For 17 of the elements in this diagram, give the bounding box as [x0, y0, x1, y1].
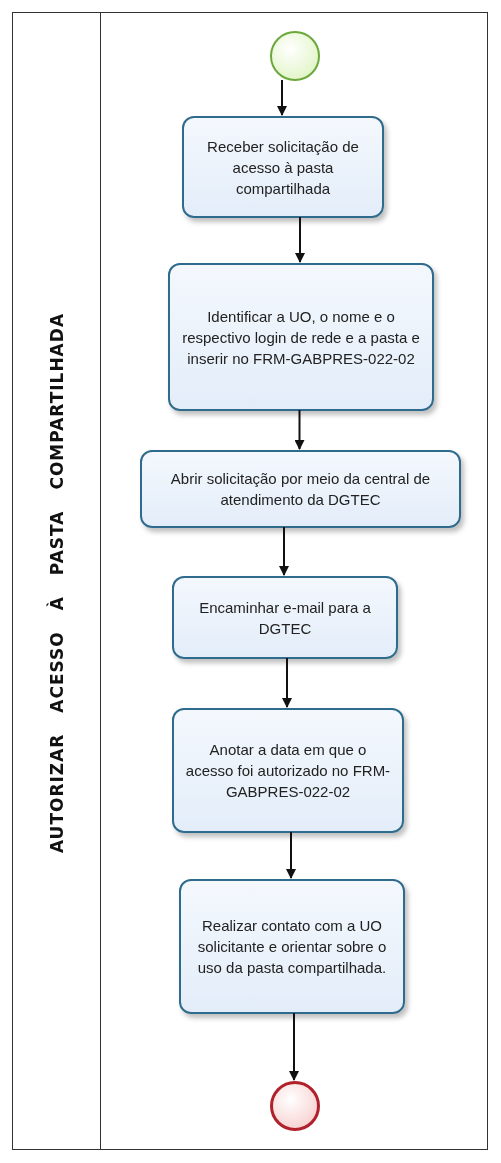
arrow [286, 831, 296, 879]
end-event-circle [270, 1081, 320, 1131]
task-box: Abrir solicitação por meio da central de atendimento da DGTEC [140, 450, 461, 528]
swimlane [12, 12, 488, 1150]
start-event-circle [270, 31, 320, 81]
arrow [294, 409, 305, 450]
task-box: Receber solicitação de acesso à pasta compartilhada [182, 116, 384, 218]
task-box: Anotar a data em que o acesso foi autorizado no FRM-GABPRES-022-02 [172, 708, 404, 833]
task-box: Encaminhar e-mail para a DGTEC [172, 576, 398, 659]
task-box: Realizar contato com a UO solicitante e orientar sobre o uso da pasta compartilhada. [179, 879, 405, 1014]
arrow [277, 79, 287, 116]
arrow [279, 526, 289, 576]
arrow [295, 216, 305, 263]
task-box: Identificar a UO, o nome e o respectivo login de rede e a pasta e inserir no FRM-GABPRES-022-02 [168, 263, 434, 411]
arrow [282, 657, 292, 708]
arrow [289, 1012, 299, 1081]
lane-title: AUTORIZAR ACESSO À PASTA COMPARTILHADA [47, 311, 67, 856]
